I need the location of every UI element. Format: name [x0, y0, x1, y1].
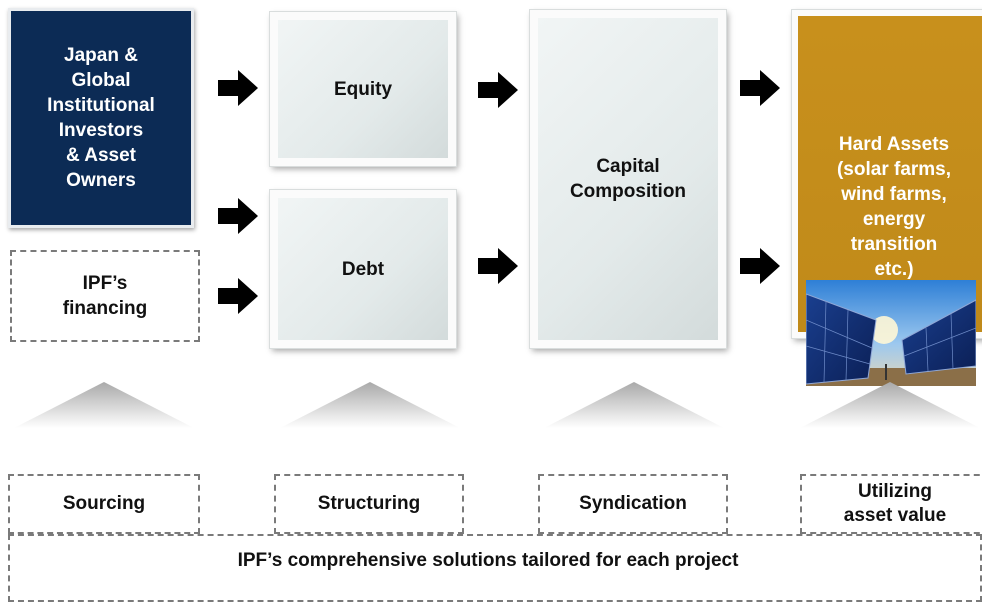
syndication-label: Syndication: [579, 493, 687, 514]
structuring-label: Structuring: [317, 493, 421, 514]
equity-box: Equity: [270, 12, 456, 166]
stage-triangles: [14, 382, 980, 428]
stage-triangle: [800, 382, 980, 428]
hard-assets-text: Hard Assets (solar farms, wind farms, en…: [806, 132, 982, 282]
stage-structuring: Structuring: [274, 474, 464, 534]
stage-sourcing: Sourcing: [8, 474, 200, 534]
right-arrow-icon: [740, 248, 780, 284]
hard-assets-line: Hard Assets: [838, 134, 950, 155]
stage-triangle: [280, 382, 460, 428]
right-arrow-icon: [478, 72, 518, 108]
comprehensive-solutions-label: IPF’s comprehensive solutions tailored f…: [237, 550, 739, 571]
hard-assets-line: (solar farms,: [836, 159, 952, 180]
right-arrow-icon: [740, 70, 780, 106]
stage-syndication: Syndication: [538, 474, 728, 534]
capital-line: Composition: [569, 181, 687, 202]
utilizing-line: asset value: [843, 505, 947, 526]
investors-line: Japan &: [64, 45, 138, 66]
investors-line: Owners: [66, 170, 136, 191]
investors-line: Global: [71, 70, 131, 91]
ipf-financing-line: financing: [62, 298, 148, 319]
stage-triangle: [544, 382, 724, 428]
stage-utilizing-asset-value: Utilizing asset value: [800, 474, 982, 534]
hard-assets-line: wind farms,: [841, 184, 947, 205]
capital-composition-box: Capital Composition: [530, 10, 726, 348]
solar-panels-image: [806, 280, 976, 386]
equity-label: Equity: [333, 78, 393, 100]
debt-box: Debt: [270, 190, 456, 348]
right-arrow-icon: [478, 248, 518, 284]
right-arrow-icon: [218, 198, 258, 234]
hard-assets-line: etc.): [874, 259, 914, 280]
capital-line: Capital: [596, 156, 660, 177]
debt-label: Debt: [341, 258, 385, 280]
comprehensive-solutions-banner: IPF’s comprehensive solutions tailored f…: [8, 534, 982, 602]
stage-triangle: [14, 382, 194, 428]
investors-line: Investors: [58, 120, 144, 141]
ipf-financing-box: IPF’s financing: [10, 250, 200, 342]
investors-line: & Asset: [65, 145, 137, 166]
hard-assets-line: transition: [850, 234, 938, 255]
investors-line: Institutional: [47, 95, 155, 116]
investors-box: Japan & Global Institutional Investors &…: [8, 8, 194, 228]
right-arrow-icon: [218, 278, 258, 314]
hard-assets-line: energy: [862, 209, 926, 230]
right-arrow-icon: [218, 70, 258, 106]
utilizing-line: Utilizing: [858, 481, 932, 502]
ipf-financing-line: IPF’s: [82, 273, 128, 294]
sourcing-label: Sourcing: [62, 493, 146, 514]
